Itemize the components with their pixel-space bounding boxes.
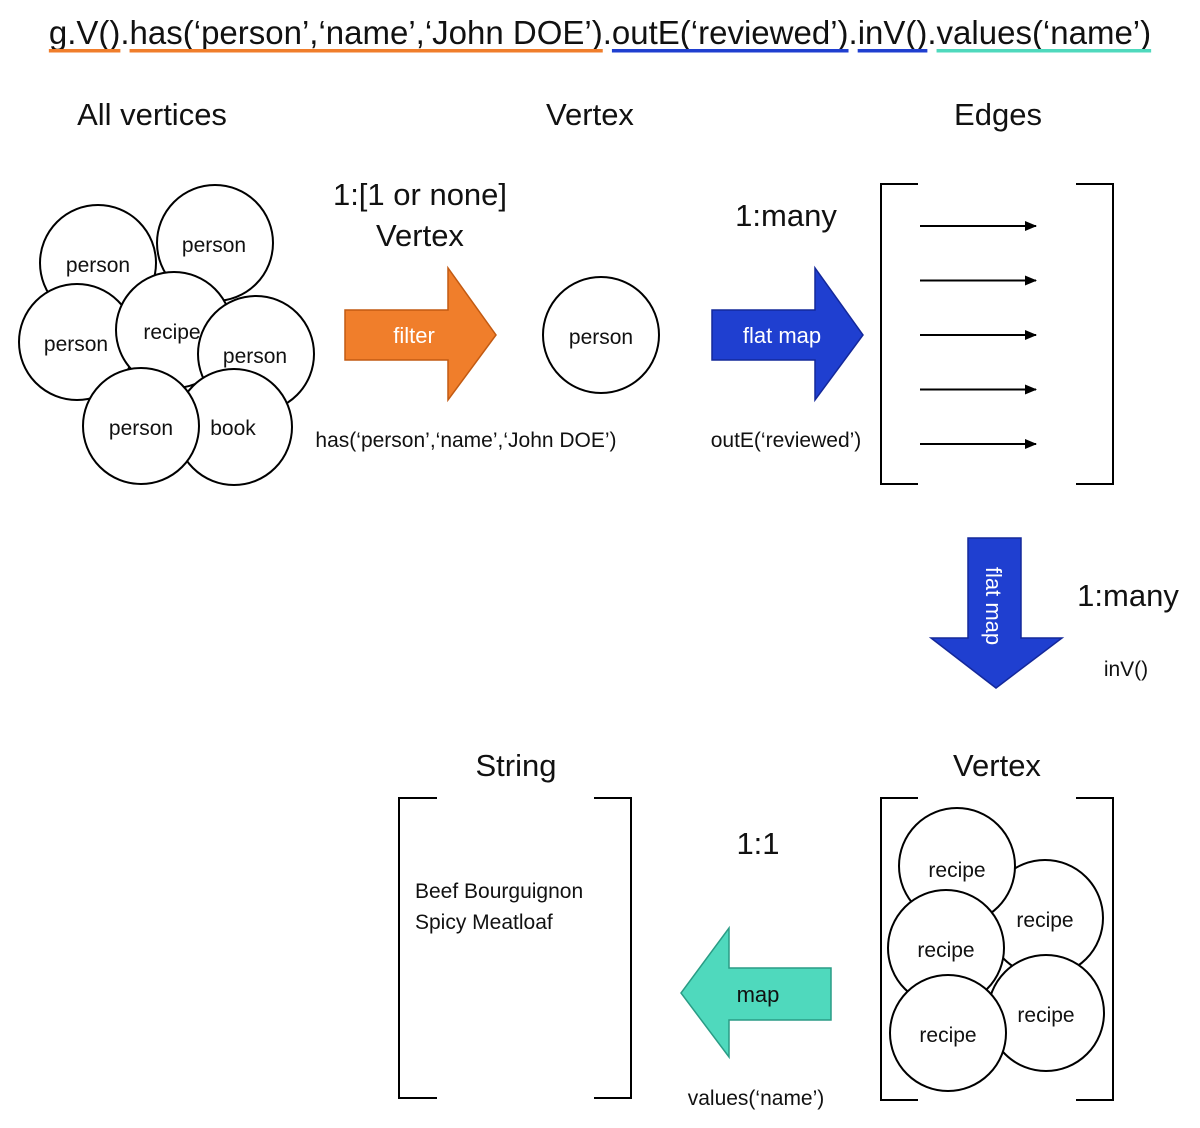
vertex-label: book <box>210 417 256 440</box>
query-segment: . <box>849 14 858 51</box>
string-item: Spicy Meatloaf <box>415 911 553 934</box>
left-bracket <box>880 797 918 1101</box>
query-underline <box>48 49 121 53</box>
query-underline <box>611 49 849 53</box>
string-results: Beef Bourguignon Spicy Meatloaf <box>398 797 632 1099</box>
query-segment: has(‘person’,‘name’,‘John DOE’) <box>130 14 603 51</box>
flat-map-arrow-icon <box>711 265 864 403</box>
vertex-label: recipe <box>919 1024 976 1047</box>
vertex-label: recipe <box>1017 1004 1074 1027</box>
oute-arrow-label: flat map <box>743 323 821 348</box>
oute-step-code: outE(‘reviewed’) <box>711 429 862 452</box>
query-segment: . <box>927 14 936 51</box>
string-item: Beef Bourguignon <box>415 880 583 903</box>
inv-cardinality: 1:many <box>1077 578 1179 613</box>
heading-string: String <box>476 748 557 783</box>
result-vertices: recipe recipe recipe recipe recipe <box>880 797 1114 1101</box>
filter-arrow-label: filter <box>393 323 435 348</box>
left-bracket <box>880 183 918 485</box>
inv-arrow-label: flat map <box>981 567 1006 645</box>
oute-cardinality: 1:many <box>735 198 837 233</box>
heading-vertex-bottom: Vertex <box>953 748 1041 783</box>
map-arrow-icon <box>680 925 832 1060</box>
values-step-code: values(‘name’) <box>688 1087 825 1110</box>
filter-step: 1:[1 or none] Vertex filter has(‘person’… <box>315 177 616 452</box>
vertex-label: recipe <box>928 859 985 882</box>
vertex-label: recipe <box>1016 909 1073 932</box>
edges-list <box>880 183 1114 485</box>
query-title: g.V().has(‘person’,‘name’,‘John DOE’).ou… <box>48 14 1152 53</box>
heading-edges: Edges <box>954 97 1042 132</box>
single-vertex-label: person <box>569 326 633 349</box>
heading-vertex-top: Vertex <box>546 97 634 132</box>
vertex-label: person <box>44 333 108 356</box>
query-text: g.V().has(‘person’,‘name’,‘John DOE’).ou… <box>49 14 1151 51</box>
vertex-label: person <box>66 254 130 277</box>
vertex-label: recipe <box>917 939 974 962</box>
filter-cardinality-sub: Vertex <box>376 218 464 253</box>
heading-all-vertices: All vertices <box>77 97 227 132</box>
vertex-label: recipe <box>143 321 200 344</box>
inv-step: flat map 1:many inV() <box>928 537 1179 689</box>
right-bracket <box>1076 183 1114 485</box>
filter-step-code: has(‘person’,‘name’,‘John DOE’) <box>315 429 616 452</box>
filter-arrow-icon <box>344 265 497 403</box>
values-step: 1:1 map values(‘name’) <box>680 826 832 1110</box>
vertex-label: person <box>109 417 173 440</box>
vertex-label: person <box>182 234 246 257</box>
oute-step: 1:many flat map outE(‘reviewed’) <box>711 198 864 452</box>
right-bracket <box>594 797 632 1099</box>
vertex-node <box>82 367 200 485</box>
right-bracket <box>1076 797 1114 1101</box>
values-cardinality: 1:1 <box>736 826 779 861</box>
inv-step-code: inV() <box>1104 658 1148 681</box>
left-bracket <box>398 797 437 1099</box>
query-underline <box>936 49 1152 53</box>
all-vertices-cluster: person person person recipe person perso… <box>18 184 315 486</box>
vertex-label: person <box>223 345 287 368</box>
query-segment: g.V() <box>49 14 121 51</box>
query-segment: . <box>603 14 612 51</box>
query-segment: outE(‘reviewed’) <box>612 14 849 51</box>
values-arrow-label: map <box>737 982 780 1007</box>
vertex-node <box>889 974 1007 1092</box>
vertex-node <box>542 276 660 394</box>
edge-arrows <box>920 221 1037 449</box>
query-underlines <box>48 49 1152 53</box>
flat-map-down-arrow-icon <box>928 537 1065 689</box>
query-underline <box>129 49 603 53</box>
query-segment: values(‘name’) <box>937 14 1152 51</box>
filter-cardinality: 1:[1 or none] <box>333 177 507 212</box>
query-segment: . <box>120 14 129 51</box>
query-segment: inV() <box>858 14 928 51</box>
query-underline <box>857 49 928 53</box>
